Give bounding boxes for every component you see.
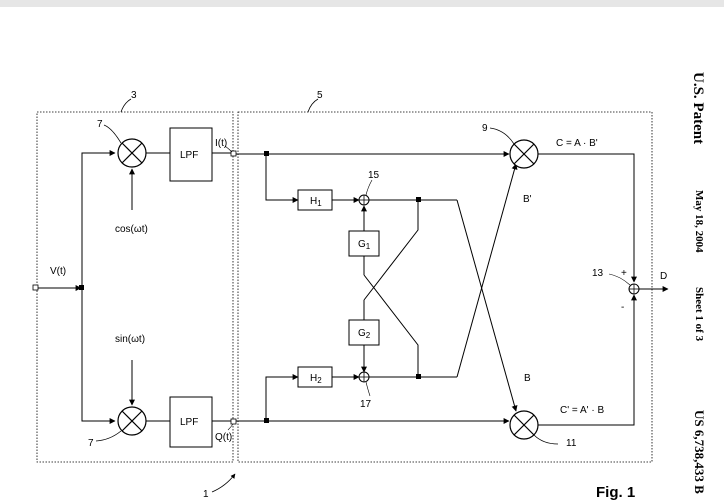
summer-17 (358, 371, 370, 383)
ref-7-bottom-leader (95, 430, 122, 442)
ref-15: 15 (368, 170, 380, 181)
c-prime-label: C' = A' · B (560, 405, 604, 416)
branch-to-h2 (265, 374, 299, 421)
d-label: D (660, 271, 667, 282)
ref-9-leader (489, 127, 515, 145)
v-to-top-mixer (81, 150, 116, 288)
ref-15-leader (365, 179, 373, 196)
ref-7-top-leader (103, 124, 122, 144)
processing-box (237, 111, 653, 463)
i-leader (224, 145, 233, 153)
viewer-top-bar (0, 0, 724, 7)
minus-sign: - (621, 302, 624, 313)
h2-label: H2 (310, 373, 322, 385)
summer-15 (358, 194, 370, 206)
ref-7-bottom: 7 (88, 438, 94, 449)
lpf-bottom-box (169, 396, 213, 448)
patent-sheet: Sheet 1 of 3 (693, 287, 705, 342)
patent-title: U.S. Patent (690, 72, 706, 144)
ref-3-leader (120, 98, 132, 113)
feedback-cross-1 (363, 200, 419, 301)
ref-9: 9 (482, 123, 488, 134)
multiplier-9 (509, 139, 539, 169)
v-label: V(t) (50, 266, 66, 277)
ref-17: 17 (360, 399, 372, 410)
ref-13-leader (608, 273, 631, 286)
ref-11-leader (533, 434, 559, 445)
g2-label: G2 (358, 328, 371, 340)
ref-1-leader (211, 473, 236, 493)
ref-5: 5 (317, 90, 323, 101)
bottom-mixer (117, 406, 147, 436)
g1-label: G1 (358, 239, 371, 251)
multiplier-11 (509, 410, 539, 440)
ref-3: 3 (131, 90, 137, 101)
lpf-bottom-label: LPF (180, 417, 198, 428)
top-branch-node (264, 151, 269, 156)
ref-17-leader (365, 381, 371, 397)
branch-to-h1 (265, 154, 299, 203)
i-label: I(t) (215, 138, 227, 149)
cos-label: cos(ωt) (115, 224, 148, 235)
ref-1: 1 (203, 489, 209, 500)
c-label: C = A · B' (556, 138, 598, 149)
summer-13 (628, 283, 640, 295)
q-label: Q(t) (215, 432, 232, 443)
figure-label: Fig. 1 (596, 484, 635, 501)
b-to-top-multiplier (456, 163, 518, 378)
top-mixer (117, 138, 147, 168)
c-line (538, 153, 637, 283)
c-prime-line (538, 294, 637, 426)
patent-date: May 18, 2004 (693, 190, 705, 253)
ref-7-top: 7 (97, 119, 103, 130)
input-terminal (32, 284, 39, 291)
h1-label: H1 (310, 196, 322, 208)
sin-label: sin(ωt) (115, 334, 145, 345)
patent-number: US 6,738,433 B (692, 410, 707, 494)
q-leader (227, 423, 234, 431)
lpf-top-box (169, 127, 213, 182)
node-b (416, 374, 421, 379)
b-label: B (524, 373, 531, 384)
ref-11: 11 (566, 438, 577, 449)
v-to-bottom-mixer (81, 288, 116, 424)
plus-sign: + (621, 268, 627, 279)
g2-box (348, 319, 380, 346)
node-a (416, 197, 421, 202)
a-to-bottom-multiplier (456, 199, 518, 412)
b-prime-label: B' (523, 194, 532, 205)
q-terminal (230, 418, 237, 425)
lpf-top-label: LPF (180, 150, 198, 161)
ref-13: 13 (592, 268, 604, 279)
ref-5-leader (307, 98, 319, 113)
feedback-cross-2 (363, 274, 419, 377)
